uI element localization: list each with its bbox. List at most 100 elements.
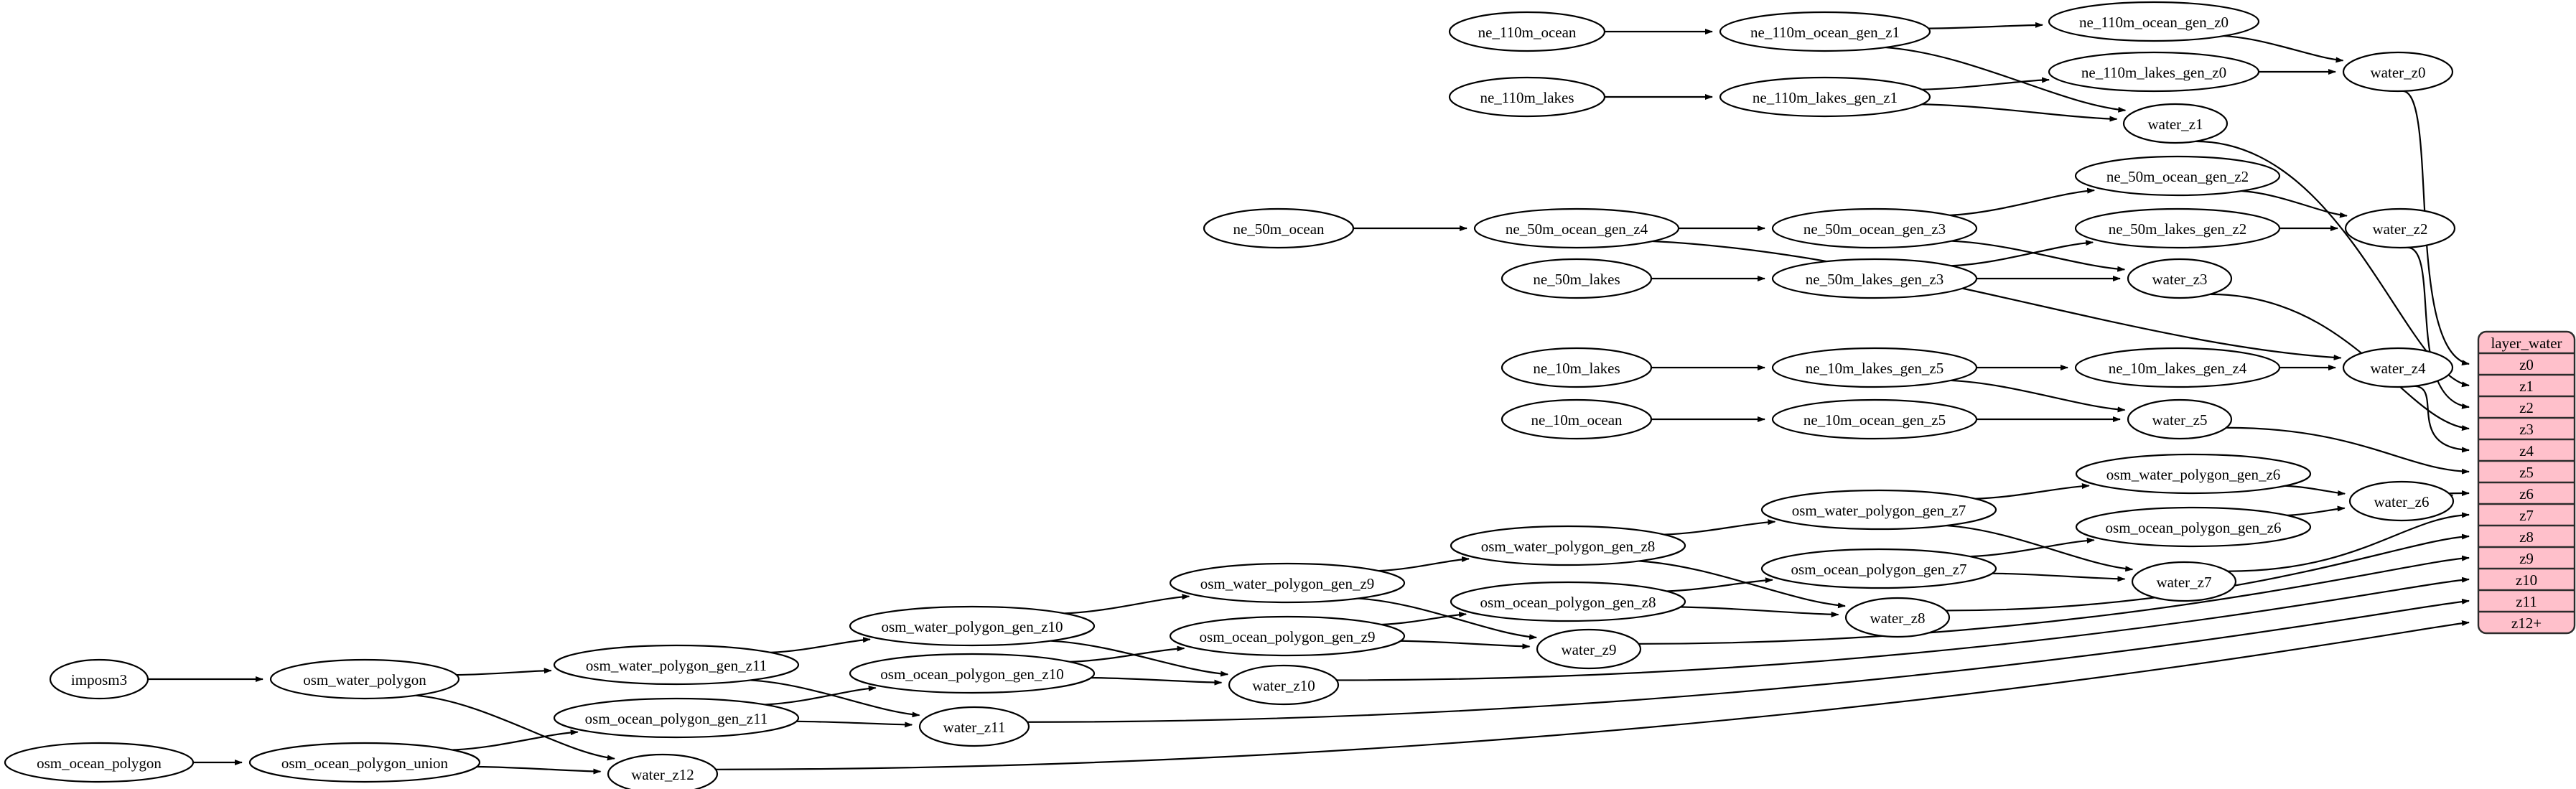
record-field-z11[interactable]: z11	[2516, 593, 2537, 610]
node-water_z5[interactable]: water_z5	[2127, 398, 2233, 440]
node-ne_10m_lakes[interactable]: ne_10m_lakes	[1501, 347, 1653, 388]
node-ellipse	[918, 706, 1030, 747]
node-label: ne_50m_lakes	[1533, 271, 1620, 288]
node-ellipse	[2127, 398, 2233, 440]
node-water_z8[interactable]: water_z8	[1844, 597, 1951, 638]
node-water_z4[interactable]: water_z4	[2342, 347, 2454, 388]
node-ne_50m_ocean_gen_z2[interactable]: ne_50m_ocean_gen_z2	[2074, 155, 2281, 197]
record-field-z4[interactable]: z4	[2519, 442, 2534, 459]
node-ellipse	[2342, 51, 2454, 93]
node-ellipse	[1228, 664, 1340, 706]
node-water_z2[interactable]: water_z2	[2344, 207, 2456, 249]
node-ellipse	[1203, 207, 1355, 249]
node-osm_water_polygon_gen_z9[interactable]: osm_water_polygon_gen_z9	[1169, 562, 1406, 604]
record-field-z3[interactable]: z3	[2519, 421, 2534, 438]
node-label: ne_110m_lakes	[1480, 89, 1574, 106]
record-field-z9[interactable]: z9	[2519, 550, 2534, 567]
edge-osm_water_polygon-to-water_z12	[416, 694, 615, 761]
record-field-z6[interactable]: z6	[2519, 485, 2534, 503]
record-node-layer-water[interactable]: layer_waterz0z1z2z3z4z5z6z7z8z9z10z11z12…	[2477, 330, 2576, 635]
node-ellipse	[2127, 258, 2233, 299]
node-ellipse	[2048, 51, 2260, 93]
edge-ne_110m_lakes_gen_z1-to-water_z1	[1922, 103, 2118, 122]
node-ne_50m_ocean_gen_z4[interactable]: ne_50m_ocean_gen_z4	[1473, 207, 1680, 249]
node-label: osm_water_polygon_gen_z7	[1792, 502, 1966, 519]
edge-osm_water_polygon_gen_z9-to-water_z9	[1358, 597, 1538, 640]
node-label: ne_50m_lakes_gen_z2	[2109, 220, 2246, 238]
edge-osm_water_polygon-to-osm_water_polygon_gen_z11	[456, 668, 552, 676]
node-osm_ocean_polygon_gen_z9[interactable]: osm_ocean_polygon_gen_z9	[1169, 615, 1406, 657]
edge-osm_water_polygon_gen_z6-to-water_z6	[2285, 485, 2346, 496]
edge-osm_water_polygon_gen_z9-to-osm_water_polygon_gen_z8	[1378, 556, 1470, 572]
node-ne_10m_ocean[interactable]: ne_10m_ocean	[1501, 398, 1653, 440]
node-label: osm_water_polygon_gen_z9	[1200, 575, 1375, 592]
node-osm_ocean_polygon_gen_z6[interactable]: osm_ocean_polygon_gen_z6	[2075, 506, 2312, 548]
node-osm_water_polygon_gen_z11[interactable]: osm_water_polygon_gen_z11	[553, 644, 800, 686]
node-osm_ocean_polygon[interactable]: osm_ocean_polygon	[4, 742, 195, 783]
node-osm_water_polygon_gen_z6[interactable]: osm_water_polygon_gen_z6	[2075, 453, 2312, 495]
edge-osm_ocean_polygon_gen_z9-to-osm_ocean_polygon_gen_z8	[1381, 611, 1467, 626]
node-water_z6[interactable]: water_z6	[2348, 480, 2455, 522]
node-water_z7[interactable]: water_z7	[2131, 561, 2237, 602]
node-ne_110m_ocean[interactable]: ne_110m_ocean	[1448, 11, 1606, 52]
node-ellipse	[2131, 561, 2237, 602]
node-water_z12[interactable]: water_z12	[607, 753, 719, 789]
node-water_z10[interactable]: water_z10	[1228, 664, 1340, 706]
edge-water_z9-to-layer_water-z9	[1638, 555, 2470, 645]
edge-osm_ocean_polygon_gen_z9-to-water_z9	[1400, 640, 1531, 650]
node-water_z0[interactable]: water_z0	[2342, 51, 2454, 93]
node-label: osm_ocean_polygon_gen_z10	[880, 666, 1063, 683]
node-ellipse	[2344, 207, 2456, 249]
record-field-z7[interactable]: z7	[2519, 507, 2534, 524]
node-water_z11[interactable]: water_z11	[918, 706, 1030, 747]
node-osm_ocean_polygon_gen_z11[interactable]: osm_ocean_polygon_gen_z11	[553, 697, 800, 739]
node-osm_water_polygon_gen_z10[interactable]: osm_water_polygon_gen_z10	[849, 605, 1096, 647]
node-water_z9[interactable]: water_z9	[1536, 628, 1642, 670]
record-field-z12plus[interactable]: z12+	[2511, 615, 2542, 632]
node-water_z3[interactable]: water_z3	[2127, 258, 2233, 299]
node-label: osm_water_polygon_gen_z6	[2106, 466, 2281, 483]
node-ne_50m_ocean[interactable]: ne_50m_ocean	[1203, 207, 1355, 249]
node-ne_50m_lakes_gen_z2[interactable]: ne_50m_lakes_gen_z2	[2074, 207, 2281, 249]
edge-ne_110m_ocean_gen_z1-to-ne_110m_ocean_gen_z0	[1928, 22, 2043, 29]
node-ne_110m_lakes_gen_z1[interactable]: ne_110m_lakes_gen_z1	[1719, 76, 1931, 118]
edge-water_z2-to-layer_water-z2	[2407, 246, 2470, 409]
node-imposm3[interactable]: imposm3	[49, 658, 149, 700]
node-ne_10m_ocean_gen_z5[interactable]: ne_10m_ocean_gen_z5	[1771, 398, 1978, 440]
node-ne_50m_lakes_gen_z3[interactable]: ne_50m_lakes_gen_z3	[1771, 258, 1978, 299]
edge-ne_50m_ocean_gen_z3-to-ne_50m_ocean_gen_z2	[1949, 187, 2096, 216]
record-field-z8[interactable]: z8	[2519, 528, 2534, 546]
node-label: imposm3	[71, 671, 127, 688]
node-label: water_z12	[631, 766, 694, 783]
edge-ne_50m_ocean_gen_z4-to-water_z4	[1652, 240, 2342, 360]
node-water_z1[interactable]: water_z1	[2122, 103, 2229, 144]
node-ne_110m_ocean_gen_z0[interactable]: ne_110m_ocean_gen_z0	[2048, 1, 2260, 42]
node-ne_10m_lakes_gen_z5[interactable]: ne_10m_lakes_gen_z5	[1771, 347, 1978, 388]
edge-osm_ocean_polygon_gen_z10-to-osm_ocean_polygon_gen_z9	[1070, 645, 1185, 663]
node-osm_ocean_polygon_gen_z8[interactable]: osm_ocean_polygon_gen_z8	[1450, 581, 1686, 622]
node-ellipse	[2074, 347, 2281, 388]
node-ne_110m_lakes[interactable]: ne_110m_lakes	[1448, 76, 1606, 118]
record-field-z1[interactable]: z1	[2519, 378, 2534, 395]
node-osm_ocean_polygon_gen_z7[interactable]: osm_ocean_polygon_gen_z7	[1760, 548, 1997, 589]
node-ne_10m_lakes_gen_z4[interactable]: ne_10m_lakes_gen_z4	[2074, 347, 2281, 388]
node-label: ne_10m_ocean_gen_z5	[1803, 411, 1946, 429]
node-osm_water_polygon_gen_z8[interactable]: osm_water_polygon_gen_z8	[1450, 525, 1686, 566]
edge-osm_ocean_polygon_union-to-water_z12	[476, 765, 602, 775]
record-field-z5[interactable]: z5	[2519, 464, 2534, 481]
record-field-z2[interactable]: z2	[2519, 399, 2534, 416]
node-osm_water_polygon[interactable]: osm_water_polygon	[269, 658, 460, 700]
node-label: osm_ocean_polygon_gen_z9	[1200, 628, 1376, 645]
node-osm_water_polygon_gen_z7[interactable]: osm_water_polygon_gen_z7	[1760, 489, 1997, 531]
node-ne_110m_lakes_gen_z0[interactable]: ne_110m_lakes_gen_z0	[2048, 51, 2260, 93]
node-ne_110m_ocean_gen_z1[interactable]: ne_110m_ocean_gen_z1	[1719, 11, 1931, 52]
node-osm_ocean_polygon_gen_z10[interactable]: osm_ocean_polygon_gen_z10	[849, 653, 1096, 694]
record-field-z0[interactable]: z0	[2519, 356, 2534, 373]
edge-osm_water_polygon_gen_z10-to-water_z10	[1050, 640, 1229, 677]
edge-ne_110m_ocean_gen_z0-to-water_z0	[2223, 34, 2344, 63]
node-ne_50m_ocean_gen_z3[interactable]: ne_50m_ocean_gen_z3	[1771, 207, 1978, 249]
node-osm_ocean_polygon_union[interactable]: osm_ocean_polygon_union	[248, 742, 481, 783]
node-ne_50m_lakes[interactable]: ne_50m_lakes	[1501, 258, 1653, 299]
record-field-z10[interactable]: z10	[2516, 571, 2537, 589]
